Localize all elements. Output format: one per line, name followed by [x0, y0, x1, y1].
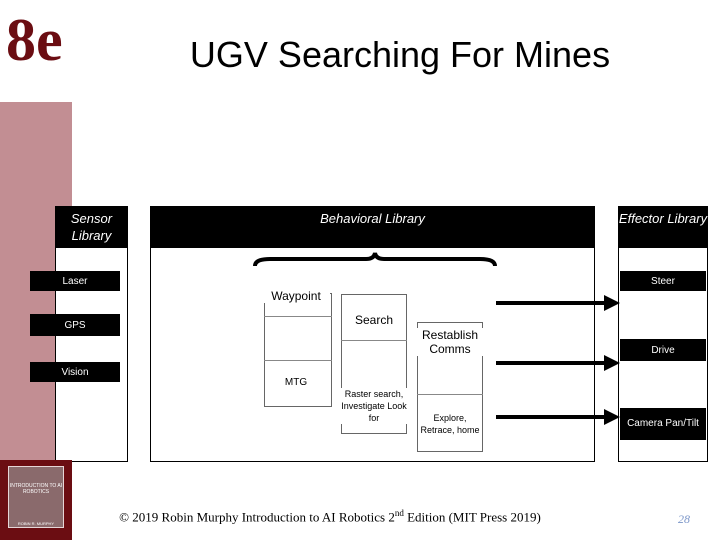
slide-title: UGV Searching For Mines — [189, 34, 611, 75]
book-cover-author: ROBIN R. MURPHY — [17, 521, 55, 526]
restablish-label: Restablish Comms — [412, 328, 488, 356]
brace-icon — [253, 252, 497, 267]
explore-label: Explore, Retrace, home — [420, 412, 480, 436]
sensor-vision: Vision — [30, 362, 120, 382]
footer-superscript: nd — [394, 508, 404, 518]
sensor-laser: Laser — [30, 271, 120, 291]
sensor-library-header: Sensor Library — [55, 206, 128, 248]
book-cover-image: INTRODUCTION TO AI ROBOTICS ROBIN R. MUR… — [8, 466, 64, 528]
waypoint-label: Waypoint — [262, 289, 330, 303]
page-number: 28 — [678, 512, 690, 526]
arrow-head-icon — [604, 355, 620, 371]
effector-camera-pan-tilt: Camera Pan/Tilt — [620, 408, 706, 440]
waypoint-divider — [264, 316, 332, 317]
footer-text-after: Edition (MIT Press 2019) — [403, 509, 541, 525]
effector-library-header: Effector Library — [618, 206, 708, 248]
raster-search-label: Raster search, Investigate Look for — [341, 388, 407, 424]
waypoint-divider — [264, 360, 332, 361]
effector-steer: Steer — [620, 271, 706, 291]
footer-copyright: © 2019 Robin Murphy Introduction to AI R… — [90, 508, 570, 525]
search-divider — [341, 340, 407, 341]
mtg-label: MTG — [276, 377, 316, 388]
search-label: Search — [354, 313, 394, 327]
book-cover-title: INTRODUCTION TO AI ROBOTICS — [9, 483, 63, 495]
restablish-divider — [417, 394, 483, 395]
footer-text: © 2019 Robin Murphy Introduction to AI R… — [119, 509, 395, 525]
behavioral-library-header: Behavioral Library — [150, 206, 595, 248]
arrow-head-icon — [604, 295, 620, 311]
effector-drive: Drive — [620, 339, 706, 361]
sensor-gps: GPS — [30, 314, 120, 336]
arrow-head-icon — [604, 409, 620, 425]
brand-logo: 8e — [6, 7, 63, 73]
